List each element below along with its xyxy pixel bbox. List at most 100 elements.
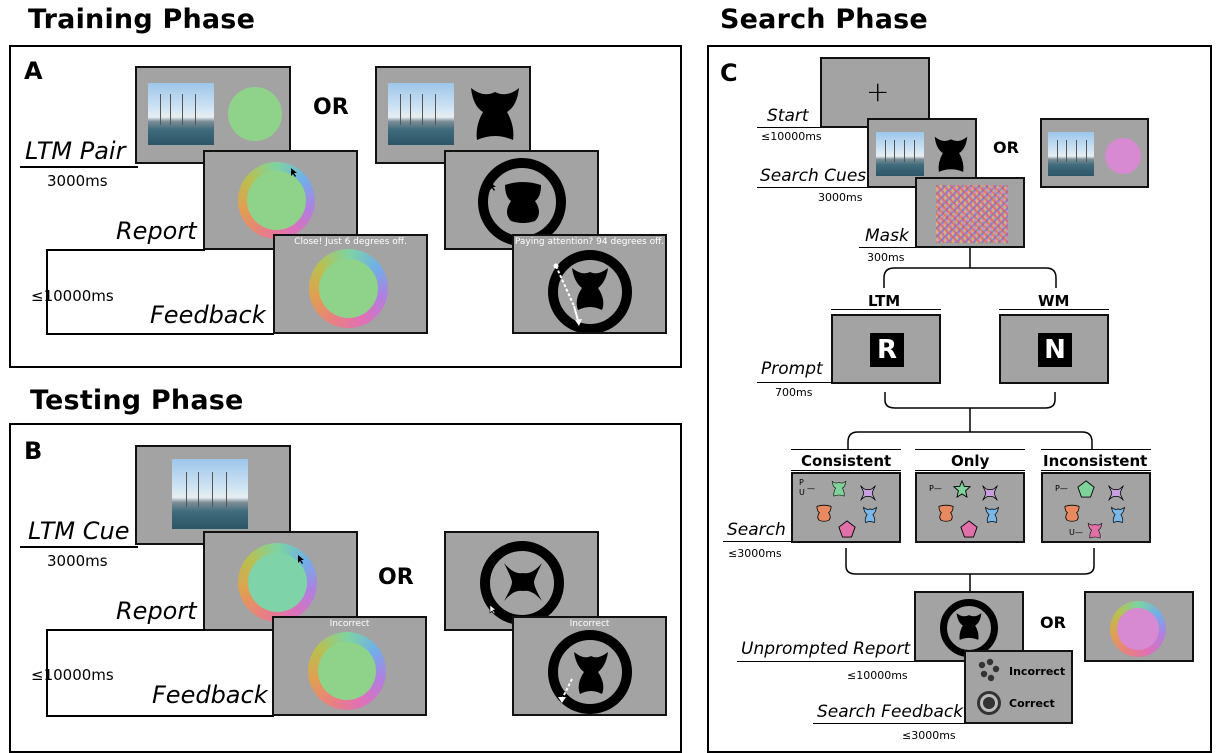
cursor-icon xyxy=(490,182,496,191)
shape-ring xyxy=(548,630,632,714)
or-label: OR xyxy=(993,138,1019,157)
color-disk xyxy=(319,259,378,318)
search-cues-color-screen xyxy=(1040,118,1149,188)
feedback-text: Close! Just 6 degrees off. xyxy=(294,237,407,247)
unprompted-duration: ≤10000ms xyxy=(847,669,908,682)
search-inconsistent-screen: P— U— xyxy=(1041,472,1151,543)
start-duration: ≤10000ms xyxy=(761,130,822,143)
prompt-letter: N xyxy=(1038,333,1072,367)
color-disk xyxy=(248,553,307,612)
or-label: OR xyxy=(378,565,414,590)
search-feedback-label: Search Feedback xyxy=(817,702,964,722)
feedback-shape-screen: Paying attention? 94 degrees off. xyxy=(512,234,667,334)
target-shape-icon xyxy=(1087,522,1103,539)
shape-icon xyxy=(1111,506,1125,524)
only-heading: Only xyxy=(951,452,990,470)
prompt-letter: R xyxy=(870,333,904,367)
test-feedback-color-screen: Incorrect xyxy=(272,616,427,716)
panel-c-letter: C xyxy=(720,59,738,87)
harbor-photo xyxy=(876,132,924,176)
feedback-duration: ≤10000ms xyxy=(31,666,114,684)
harbor-photo xyxy=(388,83,454,145)
search-cues-shape-screen xyxy=(867,118,977,188)
shape-icon xyxy=(1108,485,1124,501)
shape-icon xyxy=(504,563,542,601)
consistent-heading: Consistent xyxy=(801,452,892,470)
ltm-heading: LTM xyxy=(868,292,901,310)
fixation-cross-icon: + xyxy=(866,75,890,108)
marker-dash: — xyxy=(807,484,815,493)
search-consistent-screen: P — U xyxy=(791,472,901,543)
shape-icon xyxy=(471,88,519,140)
or-label: OR xyxy=(1040,613,1066,632)
noise-mask xyxy=(936,185,1008,243)
search-cues-duration: 3000ms xyxy=(818,191,863,204)
color-disk xyxy=(228,87,282,141)
shape-ring xyxy=(548,250,632,332)
or-label: OR xyxy=(313,95,349,120)
shape-icon xyxy=(574,652,608,694)
color-disk xyxy=(318,642,376,700)
feedback-duration: ≤10000ms xyxy=(31,287,114,305)
pentagon-shape-icon xyxy=(960,520,978,538)
pentagon-shape-icon xyxy=(838,520,856,538)
mask-screen xyxy=(915,177,1025,248)
feedback-text: Paying attention? 94 degrees off. xyxy=(514,237,665,247)
start-label: Start xyxy=(767,106,809,126)
search-phase-title: Search Phase xyxy=(720,4,928,35)
pentagon-shape-icon xyxy=(1077,480,1095,498)
test-feedback-shape-screen: Incorrect xyxy=(512,616,667,716)
report-color-screen xyxy=(203,150,358,250)
report-label: Report xyxy=(116,217,197,245)
harbor-photo xyxy=(1048,132,1094,176)
correct-legend: Correct xyxy=(1009,697,1055,710)
panel-b-letter: B xyxy=(24,437,43,465)
harbor-photo xyxy=(172,459,248,529)
ltm-cue-duration: 3000ms xyxy=(47,552,108,570)
ltm-pair-shape-screen xyxy=(375,66,531,164)
report-shape-screen xyxy=(444,150,599,250)
feedback-text: Incorrect xyxy=(569,619,610,629)
mask-label: Mask xyxy=(865,226,909,246)
shape-icon xyxy=(572,268,608,310)
bullseye-icon xyxy=(977,691,1001,715)
probe-marker: P— xyxy=(929,484,942,493)
wm-heading: WM xyxy=(1038,292,1070,310)
unprobe-marker: U xyxy=(799,488,805,497)
color-disk xyxy=(1105,138,1141,174)
search-duration: ≤3000ms xyxy=(728,547,782,560)
prompt-wm-screen: N xyxy=(999,314,1109,384)
shape-icon xyxy=(985,506,999,524)
cursor-icon xyxy=(489,604,497,615)
harbor-photo xyxy=(148,83,214,145)
shape-icon xyxy=(863,506,877,524)
inconsistent-heading: Inconsistent xyxy=(1043,452,1148,470)
shape-icon xyxy=(816,504,832,522)
testing-phase-title: Testing Phase xyxy=(30,385,244,416)
shape-icon xyxy=(982,485,998,501)
training-phase-title: Training Phase xyxy=(28,4,256,35)
feedback-arrows-icon xyxy=(553,263,582,326)
color-disk xyxy=(247,171,306,230)
search-feedback-screen: Incorrect Correct xyxy=(964,650,1073,724)
test-report-color-screen xyxy=(203,531,358,631)
merge-branch-connector xyxy=(847,392,1093,450)
search-feedback-duration: ≤3000ms xyxy=(902,729,956,742)
cursor-icon xyxy=(298,555,304,564)
panel-a-letter: A xyxy=(24,57,43,85)
feedback-label: Feedback xyxy=(152,681,268,709)
search-label: Search xyxy=(727,520,786,540)
ltm-pair-duration: 3000ms xyxy=(47,172,108,190)
feedback-color-screen: Close! Just 6 degrees off. xyxy=(273,234,428,334)
probe-marker: P xyxy=(799,478,804,487)
search-only-screen: P— xyxy=(915,472,1025,543)
ltm-pair-color-screen xyxy=(135,66,291,164)
search-cues-label: Search Cues xyxy=(760,166,867,186)
unprompted-color-screen xyxy=(1084,591,1194,662)
merge-connector xyxy=(845,548,1095,592)
shape-icon xyxy=(505,182,541,223)
unprobe-marker: U— xyxy=(1069,528,1083,537)
prompt-duration: 700ms xyxy=(775,386,813,399)
shape-icon xyxy=(938,504,954,522)
shape-icon xyxy=(956,613,982,640)
